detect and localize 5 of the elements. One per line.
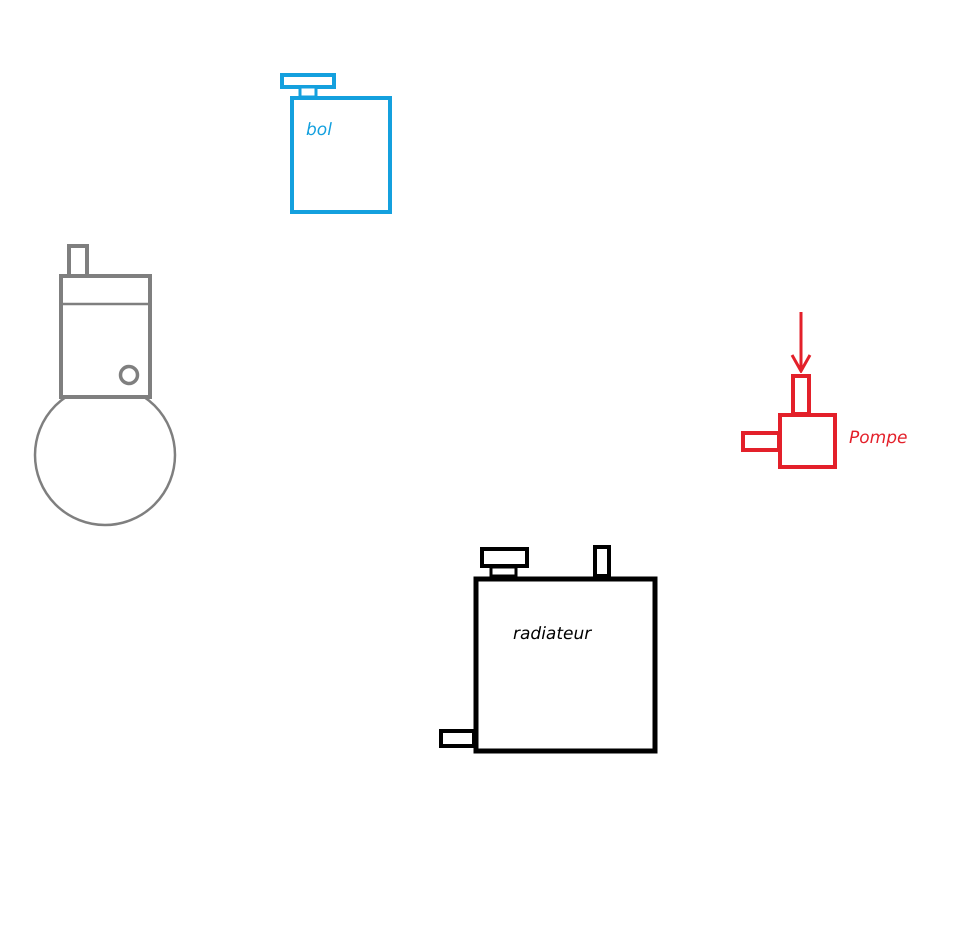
part-label: radiateur xyxy=(513,624,592,644)
part-label: Pompe xyxy=(849,428,908,448)
arrow xyxy=(790,312,812,372)
radiator-drawing xyxy=(437,543,660,756)
part-label: bol xyxy=(306,120,332,140)
